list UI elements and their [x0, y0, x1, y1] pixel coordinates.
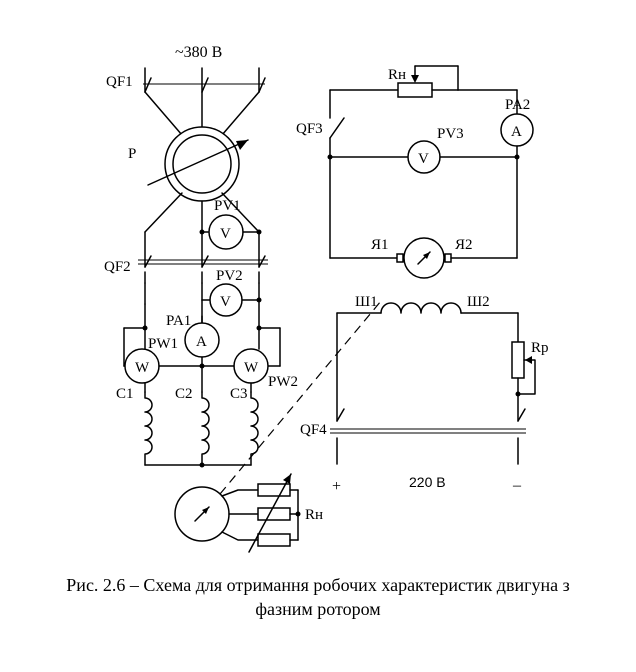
sh2-label: Ш2 [467, 294, 490, 310]
caption-line-1: Рис. 2.6 – Схема для отримання робочих х… [66, 575, 570, 595]
pv3-label: PV3 [437, 126, 464, 142]
dc-supply: + 220 В – [332, 474, 522, 495]
rn-label: Rн [388, 67, 406, 83]
measuring-section: V PV2 W PW1 A PA1 W PW2 [123, 268, 298, 393]
qf3-label: QF3 [296, 121, 323, 137]
pw2-instrument-symbol: W [244, 360, 259, 376]
pw2-label: PW2 [268, 374, 298, 390]
c3-label: C3 [230, 386, 248, 402]
pa2-instrument-symbol: A [511, 124, 522, 140]
pa1-instrument-symbol: A [196, 334, 207, 350]
pw1-instrument-symbol: W [135, 360, 150, 376]
pv2-instrument-symbol: V [220, 294, 231, 310]
pv1-instrument-symbol: V [220, 226, 231, 242]
ya2-label: Я2 [455, 237, 473, 253]
rotor-rheostat: Rн [174, 473, 323, 553]
stator-windings: C1 C2 C3 [116, 386, 259, 468]
generator-circuit: Rн QF3 A PA2 V PV3 Я1 Я2 [296, 65, 534, 279]
pa2-label: PA2 [505, 97, 530, 113]
caption-line-2: фазним ротором [255, 599, 381, 619]
rn-load-label: Rн [305, 507, 323, 523]
c2-label: C2 [175, 386, 193, 402]
qf4-label: QF4 [300, 422, 327, 438]
pw1-label: PW1 [148, 336, 178, 352]
rp-label: Rp [531, 340, 549, 356]
ya1-label: Я1 [371, 237, 389, 253]
figure-caption: Рис. 2.6 – Схема для отримання робочих х… [0, 573, 636, 621]
voltmeter-pv1: V PV1 [144, 198, 262, 268]
qf1-label: QF1 [106, 74, 133, 90]
c1-label: C1 [116, 386, 134, 402]
plus-terminal: + [332, 478, 341, 495]
mechanical-coupling [219, 300, 382, 495]
supply-voltage-label: ~380 В [175, 44, 222, 61]
dc-voltage-label: 220 В [409, 474, 446, 490]
p-label: P [128, 146, 136, 162]
pv2-label: PV2 [216, 268, 243, 284]
three-phase-supply: ~380 В [144, 44, 260, 93]
sh1-label: Ш1 [355, 294, 378, 310]
breaker-qf1: QF1 [106, 74, 266, 93]
qf2-label: QF2 [104, 259, 131, 275]
pa1-label: PA1 [166, 313, 191, 329]
minus-terminal: – [512, 477, 522, 494]
breaker-qf2: QF2 [104, 255, 268, 284]
pv1-label: PV1 [214, 198, 241, 214]
pv3-instrument-symbol: V [418, 151, 429, 167]
breaker-qf4: QF4 [300, 408, 526, 465]
regulator-p: P [128, 91, 260, 233]
excitation-circuit: Ш1 Ш2 Rp [336, 294, 549, 422]
